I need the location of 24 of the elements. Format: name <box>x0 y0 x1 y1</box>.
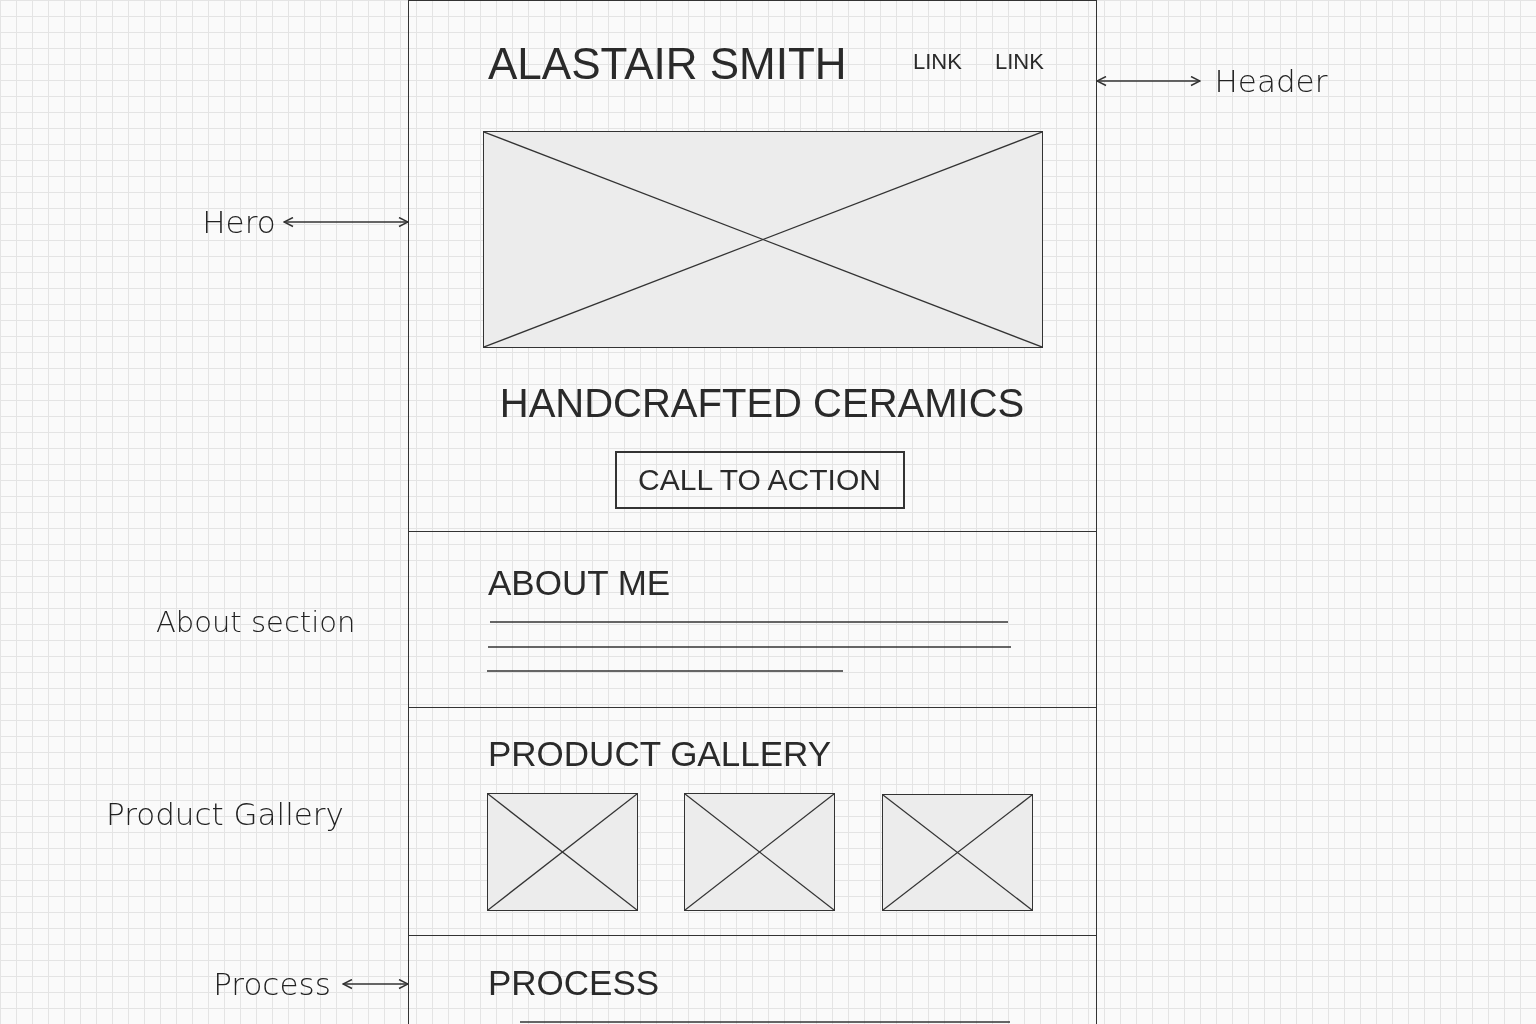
image-placeholder <box>482 130 1043 348</box>
annotation-text: Header <box>1206 60 1336 102</box>
hero-heading: HANDCRAFTED CERAMICS <box>499 381 1025 425</box>
page-section <box>408 0 1097 532</box>
double-arrow <box>1096 75 1201 87</box>
annotation-text: Hero <box>200 201 278 243</box>
page-section <box>408 935 1097 1024</box>
page-section <box>408 707 1097 936</box>
image-placeholder <box>486 792 638 911</box>
image-placeholder <box>683 792 835 911</box>
call-to-action-button: CALL TO ACTION <box>614 450 905 509</box>
site-title: ALASTAIR SMITH <box>488 40 847 89</box>
image-placeholder <box>881 793 1033 911</box>
section-heading: ABOUT ME <box>488 564 671 603</box>
annotation-text: Process <box>207 962 337 1006</box>
nav-link: LINK <box>995 50 1044 75</box>
section-heading: PRODUCT GALLERY <box>488 735 831 774</box>
section-heading: PROCESS <box>488 964 660 1003</box>
double-arrow <box>342 978 409 990</box>
page-section <box>408 531 1097 708</box>
annotation-text: About section <box>156 607 356 639</box>
double-arrow <box>283 216 409 228</box>
annotation-text: Product Gallery <box>106 797 344 832</box>
nav-link: LINK <box>913 50 962 75</box>
